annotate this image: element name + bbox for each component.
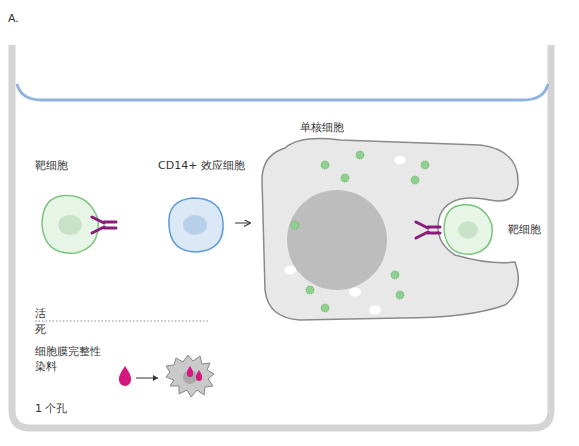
target-cell bbox=[444, 205, 492, 254]
cell-nucleus bbox=[183, 215, 207, 235]
vesicle bbox=[369, 306, 381, 315]
dye-spot bbox=[196, 370, 202, 381]
text-label: 死 bbox=[35, 322, 65, 337]
effector-cell bbox=[169, 198, 223, 252]
granule bbox=[391, 271, 399, 279]
cell-label: 靶细胞 bbox=[508, 222, 558, 237]
transition-arrow bbox=[235, 223, 250, 224]
cell-label: CD14+ 效应细胞 bbox=[158, 158, 258, 173]
granule bbox=[421, 161, 429, 169]
text-label: 细胞膜完整性 染料 bbox=[35, 344, 109, 374]
text-label: 1 个孔 bbox=[35, 401, 115, 416]
granule bbox=[411, 176, 419, 184]
granule bbox=[291, 221, 299, 229]
cell-label: 靶细胞 bbox=[35, 158, 115, 173]
cell-nucleus bbox=[458, 221, 478, 238]
vesicle bbox=[349, 288, 361, 297]
dye-arrow-head bbox=[153, 375, 158, 381]
well-outline bbox=[12, 45, 551, 428]
antibody bbox=[92, 217, 116, 233]
granule bbox=[321, 161, 329, 169]
target-cell bbox=[42, 196, 98, 254]
text-label: 活 bbox=[35, 306, 65, 321]
cell-node: 靶细胞 bbox=[410, 198, 550, 262]
antibody bbox=[416, 222, 440, 238]
granule bbox=[321, 304, 329, 312]
cell-shape bbox=[155, 158, 235, 288]
vesicle bbox=[284, 266, 296, 275]
cell-label: 单核细胞 bbox=[300, 120, 390, 135]
text-label: A. bbox=[8, 11, 48, 26]
cell-nucleus bbox=[58, 215, 82, 235]
cell-node: 靶细胞 bbox=[30, 158, 125, 268]
cell-node: 单核细胞靶细胞 bbox=[250, 120, 525, 326]
granule bbox=[356, 151, 364, 159]
dead-cell bbox=[166, 355, 214, 397]
monocyte bbox=[262, 139, 518, 320]
live-dead-divider bbox=[35, 321, 210, 322]
dye-drop bbox=[119, 366, 131, 386]
granule bbox=[341, 174, 349, 182]
vesicle bbox=[394, 156, 406, 165]
monocyte-nucleus bbox=[287, 190, 387, 290]
granule bbox=[306, 286, 314, 294]
cell-shape bbox=[30, 158, 125, 268]
granule bbox=[396, 291, 404, 299]
medium-meniscus bbox=[17, 84, 548, 100]
dye-spot bbox=[187, 366, 193, 377]
cell-node: CD14+ 效应细胞 bbox=[155, 158, 235, 288]
